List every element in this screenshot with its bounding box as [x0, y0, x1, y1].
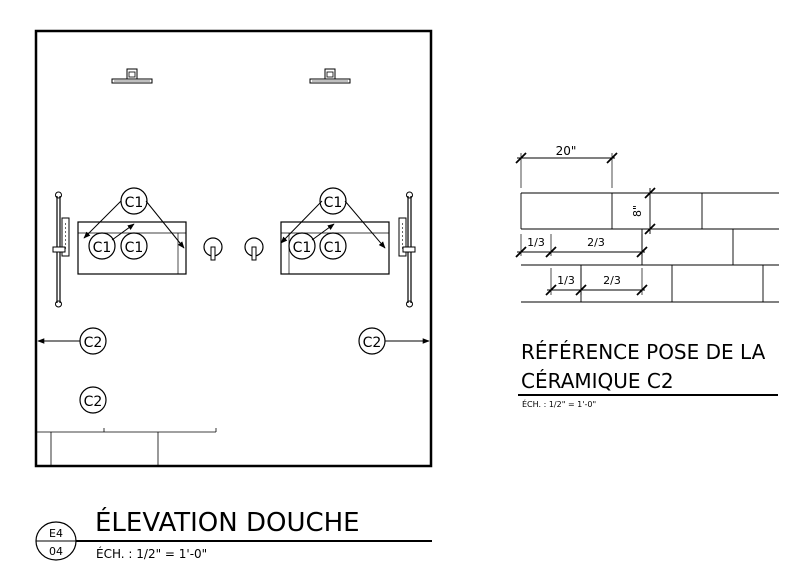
elevation-scale: ÉCH. : 1/2" = 1'-0": [96, 546, 207, 561]
elevation-frame: [34, 29, 433, 468]
tag-c1: [88, 232, 116, 260]
tag-c1: [288, 232, 316, 260]
tile-layout-reference: 20" 8" 1/3 2/3 1/3 2/3: [515, 144, 779, 303]
dim-two-thirds: 2/3: [587, 236, 605, 249]
shower-elevation: C1 C1 C1 C1 C1 C1: [34, 29, 433, 468]
valve-right: [244, 237, 264, 261]
tag-c1: [319, 232, 347, 260]
reference-title-line2: CÉRAMIQUE C2: [521, 369, 674, 393]
tag-c1-label: C1: [324, 240, 343, 256]
dim-two-thirds: 2/3: [603, 274, 621, 287]
reference-title-block: RÉFÉRENCE POSE DE LA CÉRAMIQUE C2 ÉCH. :…: [518, 340, 778, 409]
sheet-bubble-bottom: 04: [49, 545, 63, 558]
tag-c1-label: C1: [125, 240, 144, 256]
hand-shower-bar-right: [398, 191, 416, 308]
tag-c1-label: C1: [293, 240, 312, 256]
floor-tile-pattern: [37, 428, 217, 465]
elevation-title: ÉLEVATION DOUCHE: [95, 506, 360, 538]
valve-left: [203, 237, 223, 261]
tag-c1: [319, 187, 347, 215]
dim-tile-height: 8": [631, 205, 644, 217]
tag-c2-label: C2: [84, 335, 103, 351]
reference-title-line1: RÉFÉRENCE POSE DE LA: [521, 340, 766, 364]
reference-scale: ÉCH. : 1/2" = 1'-0": [522, 398, 596, 409]
tag-c2-label: C2: [84, 394, 103, 410]
tag-c2: [79, 327, 107, 355]
tag-c1-label: C1: [324, 195, 343, 211]
tag-c1: [120, 232, 148, 260]
elevation-title-block: E4 04 ÉLEVATION DOUCHE ÉCH. : 1/2" = 1'-…: [35, 506, 432, 561]
tag-c1-label: C1: [93, 240, 112, 256]
tag-c2: [358, 327, 386, 355]
shower-head-left: [111, 68, 153, 84]
dim-one-third: 1/3: [557, 274, 575, 287]
dim-tile-width: 20": [556, 144, 577, 158]
shower-head-right: [309, 68, 351, 84]
hand-shower-bar-left: [52, 191, 70, 308]
tag-c1: [120, 187, 148, 215]
sheet-bubble-top: E4: [49, 527, 63, 540]
tag-c1-label: C1: [125, 195, 144, 211]
tag-c2: [79, 386, 107, 414]
dim-one-third: 1/3: [527, 236, 545, 249]
tag-c2-label: C2: [363, 335, 382, 351]
